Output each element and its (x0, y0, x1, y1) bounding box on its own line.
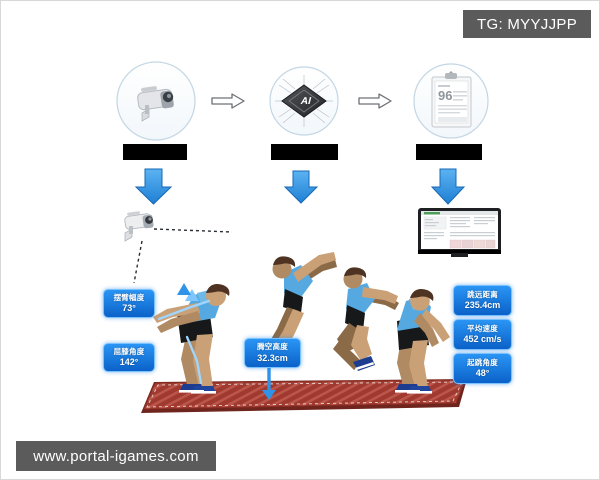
step-caption-redacted-2 (271, 144, 338, 160)
svg-text:AI: AI (300, 96, 313, 107)
tag-badge: TG: MYYJJPP (463, 10, 591, 38)
metric-value: 32.3cm (257, 352, 288, 363)
watermark-badge: www.portal-igames.com (16, 441, 216, 471)
metric-arm-swing[interactable]: 摆臂幅度 73° (103, 289, 155, 318)
metric-value: 73° (122, 303, 136, 314)
monitor-report-icon (418, 208, 501, 257)
right-arrow-icon-2 (358, 93, 392, 109)
athlete-frame-4 (395, 289, 450, 394)
step-caption-redacted-3 (416, 144, 482, 160)
metric-label: 起跳角度 (467, 357, 498, 367)
report-score: 96 (438, 88, 452, 103)
capture-camera-icon (124, 211, 154, 242)
ai-chip-icon: AI (275, 75, 333, 127)
clipboard-report-icon: 96 (431, 71, 472, 128)
metric-value: 142° (119, 357, 139, 368)
metric-knee-angle[interactable]: 屈膝角度 142° (103, 343, 155, 372)
metric-label: 摆臂幅度 (113, 292, 145, 302)
athlete-frame-3 (333, 267, 399, 371)
metric-value: 48° (475, 368, 490, 379)
right-arrow-icon-1 (211, 93, 245, 109)
camera-tracking-rays (133, 228, 233, 284)
step-caption-redacted-1 (123, 144, 187, 160)
metric-flight-height[interactable]: 腾空高度 32.3cm (244, 338, 301, 368)
metric-label: 平均速度 (467, 323, 498, 333)
pipeline-step-1 (116, 61, 196, 141)
metric-average-speed[interactable]: 平均速度 452 cm/s (453, 319, 512, 350)
metric-value: 452 cm/s (463, 334, 502, 345)
pipeline-step-3: 96 (413, 63, 489, 139)
athlete-frame-1 (153, 283, 230, 394)
pipeline-step-2: AI (269, 66, 339, 136)
down-arrow-icon-3 (430, 168, 466, 205)
metric-label: 跳远距离 (467, 289, 498, 299)
cctv-camera-icon (137, 86, 174, 122)
metric-value: 235.4cm (464, 300, 501, 311)
jump-track (141, 379, 467, 413)
metric-label: 屈膝角度 (113, 346, 145, 356)
down-arrow-icon-2 (283, 170, 319, 204)
down-arrow-icon-1 (134, 168, 173, 205)
metric-jump-distance[interactable]: 跳远距离 235.4cm (453, 285, 512, 316)
metric-takeoff-angle[interactable]: 起跳角度 48° (453, 353, 512, 384)
metric-label: 腾空高度 (257, 342, 288, 352)
